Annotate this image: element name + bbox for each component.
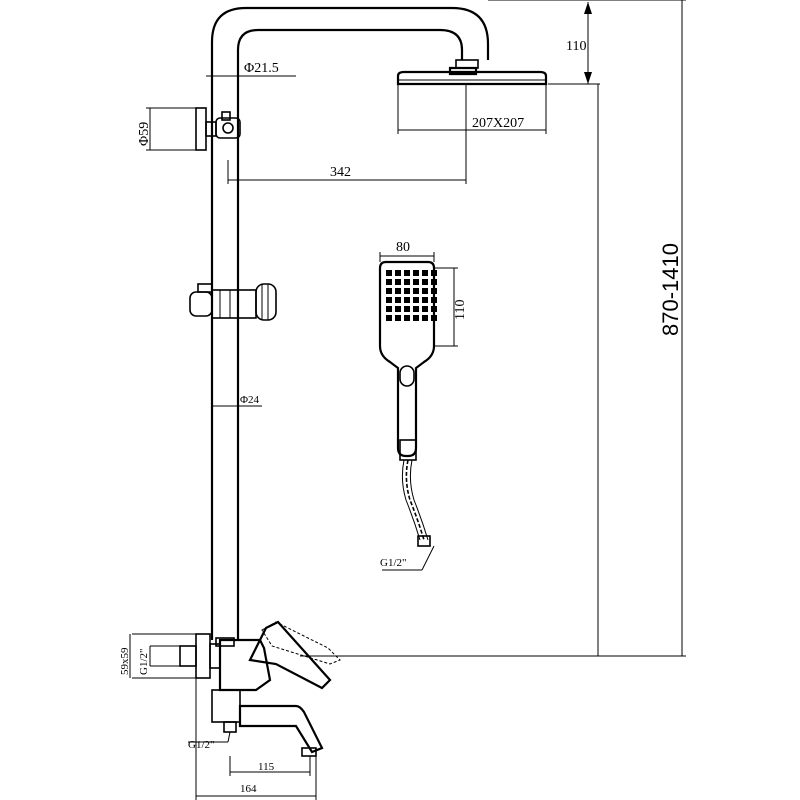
arm-pipe-diameter-label: Φ21.5 (244, 61, 279, 76)
nozzle (413, 297, 419, 303)
nozzle (422, 306, 428, 312)
mixer-inlet-label: G1/2" (138, 649, 150, 676)
sliding-holder (189, 283, 277, 321)
head-height-label: 110 (566, 39, 586, 54)
nozzle (386, 279, 392, 285)
riser-pipe-diameter-label: Φ24 (240, 394, 260, 406)
dimension-labels: 110 Φ21.5 Φ59 207X207 342 80 110 870-141… (119, 39, 683, 795)
nozzle (431, 315, 437, 321)
nozzle (386, 288, 392, 294)
nozzle (404, 315, 410, 321)
nozzle (422, 297, 428, 303)
nozzle (431, 297, 437, 303)
mixer-body (179, 620, 341, 757)
nozzle (395, 288, 401, 294)
wall-bracket-diameter-label: Φ59 (137, 122, 152, 146)
nozzle (422, 288, 428, 294)
nozzle (422, 315, 428, 321)
nozzle (386, 270, 392, 276)
wall-bracket-top (195, 107, 241, 151)
hand-shower (378, 260, 437, 547)
nozzle (404, 279, 410, 285)
nozzle (422, 279, 428, 285)
nozzle (413, 270, 419, 276)
hand-shower-height-label: 110 (453, 300, 468, 320)
nozzle (422, 270, 428, 276)
nozzle (404, 288, 410, 294)
nozzle (431, 279, 437, 285)
nozzle (386, 315, 392, 321)
nozzle (395, 279, 401, 285)
nozzle (395, 315, 401, 321)
rain-shower-head (396, 66, 548, 86)
nozzle (386, 297, 392, 303)
nozzle (413, 288, 419, 294)
head-size-label: 207X207 (472, 116, 524, 131)
nozzle (404, 270, 410, 276)
nozzle (404, 297, 410, 303)
nozzle (404, 306, 410, 312)
nozzle (395, 306, 401, 312)
mixer-plate-size-label: 59x59 (119, 647, 131, 675)
nozzle (395, 270, 401, 276)
spout-outlet-label: G1/2" (188, 739, 215, 751)
nozzle (413, 315, 419, 321)
mixer-depth-label: 164 (240, 783, 257, 795)
nozzle (386, 306, 392, 312)
nozzle (431, 270, 437, 276)
hose-connector-label: G1/2" (380, 557, 407, 569)
nozzle (413, 306, 419, 312)
nozzle (431, 288, 437, 294)
total-height-label: 870-1410 (658, 243, 683, 336)
nozzle (431, 306, 437, 312)
spout-reach-label: 115 (258, 761, 275, 773)
hand-shower-width-label: 80 (396, 240, 410, 255)
arm-reach-label: 342 (330, 165, 351, 180)
riser-and-arm (210, 6, 490, 640)
nozzle (395, 297, 401, 303)
hand-shower-nozzle-grid (386, 270, 437, 321)
dimension-lines (129, 0, 686, 800)
nozzle (413, 279, 419, 285)
